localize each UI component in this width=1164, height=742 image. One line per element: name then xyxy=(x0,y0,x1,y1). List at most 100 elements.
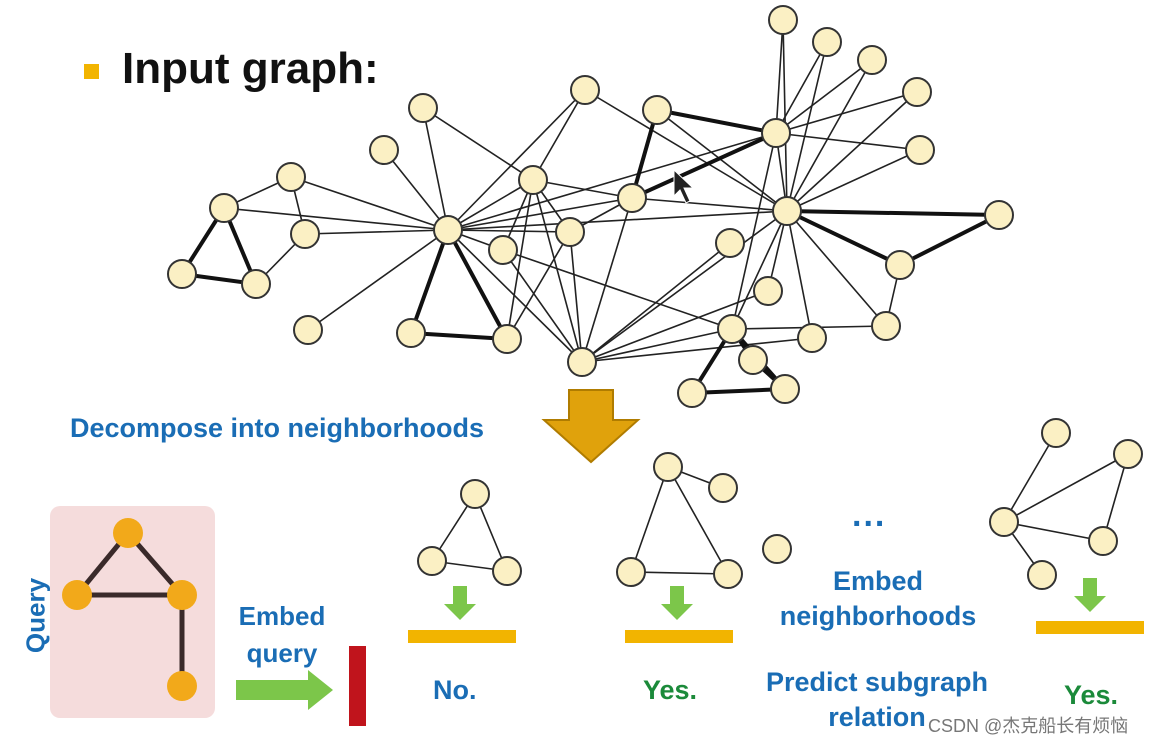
embed-query-arrow-icon xyxy=(236,670,333,710)
graph-edge xyxy=(581,290,769,363)
graph-edge xyxy=(304,229,449,235)
ellipsis: ... xyxy=(852,496,887,534)
graph-edge xyxy=(775,19,784,134)
graph-edge xyxy=(223,207,449,231)
decompose-label: Decompose into neighborhoods xyxy=(70,413,485,443)
graph-node xyxy=(488,235,518,265)
neighborhood-3-node xyxy=(1027,560,1057,590)
graph-edge xyxy=(786,210,887,327)
neighborhood-2-edge xyxy=(630,571,729,575)
graph-node xyxy=(167,259,197,289)
graph-edge xyxy=(731,132,777,330)
query-node xyxy=(167,671,197,701)
query-node xyxy=(167,580,197,610)
graph-edge xyxy=(447,229,583,363)
neighborhood-3-node xyxy=(989,507,1019,537)
neighborhood-3-edge xyxy=(1003,521,1104,542)
neighborhood-3-node xyxy=(1088,526,1118,556)
neighborhood-3-edge xyxy=(1102,453,1129,542)
graph-node xyxy=(797,323,827,353)
query-panel xyxy=(50,506,215,718)
graph-edge xyxy=(581,210,788,363)
embed-neighborhoods-label: Embed neighborhoods xyxy=(768,564,988,634)
embed-nb-line2: neighborhoods xyxy=(779,601,977,631)
graph-edge xyxy=(447,197,633,231)
embed-nb-line1: Embed xyxy=(832,566,924,596)
neighborhood-2-embedding-bar xyxy=(625,630,733,643)
neighborhood-1-node xyxy=(460,479,490,509)
graph-edge-bold xyxy=(899,213,1000,267)
neighborhood-3-node xyxy=(1041,418,1071,448)
neighborhood-2-node xyxy=(762,534,792,564)
neighborhood-2-node xyxy=(713,559,743,589)
title-bullet xyxy=(84,64,99,79)
graph-edge xyxy=(786,41,828,212)
embed-arrow-1-icon xyxy=(444,586,476,620)
graph-node xyxy=(396,318,426,348)
graph-edge xyxy=(447,179,534,231)
neighborhood-3-node xyxy=(1113,439,1143,469)
graph-edge xyxy=(307,229,449,331)
graph-node xyxy=(567,347,597,377)
query-node xyxy=(62,580,92,610)
graph-edge-bold xyxy=(786,209,901,267)
graph-node xyxy=(518,165,548,195)
neighborhood-1-node xyxy=(492,556,522,586)
graph-edge xyxy=(569,231,583,363)
graph-edge xyxy=(447,210,788,231)
result-yes-2: Yes. xyxy=(1064,680,1119,710)
graph-edge xyxy=(532,179,633,199)
neighborhood-2-node xyxy=(708,473,738,503)
cursor-icon xyxy=(673,168,695,204)
graph-node xyxy=(761,118,791,148)
graph-edge xyxy=(532,89,586,181)
graph-edge xyxy=(731,210,788,330)
predict-line1: Predict subgraph xyxy=(765,667,989,697)
neighborhood-2-node xyxy=(616,557,646,587)
graph-node xyxy=(768,5,798,35)
neighborhood-1-node xyxy=(417,546,447,576)
page-title: Input graph: xyxy=(122,44,379,93)
graph-edge xyxy=(775,91,918,134)
predict-label: Predict subgraph relation xyxy=(752,665,1002,735)
graph-node xyxy=(241,269,271,299)
query-embedding-bar xyxy=(349,646,366,726)
graph-node xyxy=(369,135,399,165)
graph-edge xyxy=(506,179,534,340)
embed-arrow-2-icon xyxy=(661,586,693,620)
graph-edge xyxy=(631,197,788,212)
graph-node xyxy=(293,315,323,345)
graph-edge xyxy=(786,59,873,212)
embed-query-label: Embed query xyxy=(232,598,332,672)
neighborhood-2-edge xyxy=(667,466,729,575)
graph-edge xyxy=(581,197,633,363)
neighborhood-3-edge xyxy=(1003,453,1129,523)
graph-edge xyxy=(290,176,449,231)
graph-edge xyxy=(656,109,788,212)
graph-edge xyxy=(532,179,583,363)
neighborhood-2-edge xyxy=(630,466,669,573)
graph-node xyxy=(871,311,901,341)
embed-arrow-3-icon xyxy=(1074,578,1106,612)
graph-node xyxy=(715,228,745,258)
graph-edge xyxy=(775,41,828,134)
decompose-arrow-icon xyxy=(541,389,641,464)
graph-node xyxy=(642,95,672,125)
graph-node xyxy=(276,162,306,192)
graph-node xyxy=(905,135,935,165)
graph-edge-bold xyxy=(656,108,777,135)
graph-edge xyxy=(786,149,921,212)
graph-edge xyxy=(447,89,586,231)
graph-edge xyxy=(383,149,449,231)
embed-query-line2: query xyxy=(246,638,318,668)
graph-edge-bold xyxy=(446,229,509,340)
graph-node xyxy=(717,314,747,344)
graph-edge-bold xyxy=(409,229,450,334)
graph-edge xyxy=(506,231,571,340)
graph-node xyxy=(984,200,1014,230)
neighborhood-3-embedding-bar xyxy=(1036,621,1144,634)
graph-edge xyxy=(581,337,813,363)
graph-node xyxy=(770,374,800,404)
